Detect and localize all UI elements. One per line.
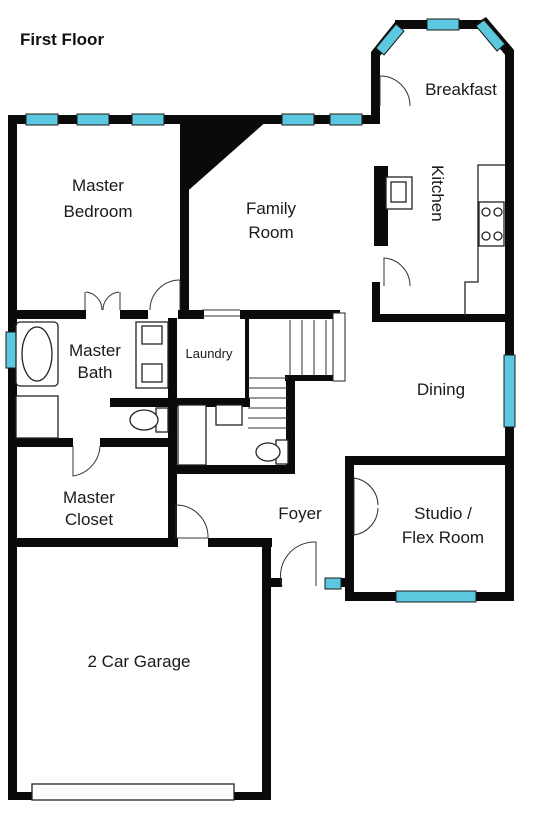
room-master-bath-line1: Master — [69, 341, 121, 360]
fixtures — [15, 164, 505, 801]
room-family-line2: Room — [248, 223, 293, 242]
floor-title: First Floor — [20, 30, 105, 49]
room-garage: 2 Car Garage — [88, 652, 191, 671]
room-family-line1: Family — [246, 199, 297, 218]
doors — [72, 75, 411, 587]
walls — [8, 17, 514, 800]
room-master-closet-line1: Master — [63, 488, 115, 507]
room-master-bath-line2: Bath — [78, 363, 113, 382]
windows — [5, 18, 516, 603]
room-laundry: Laundry — [186, 346, 233, 361]
room-master-bedroom-line2: Bedroom — [64, 202, 133, 221]
room-kitchen: Kitchen — [428, 165, 447, 222]
room-master-bedroom-line1: Master — [72, 176, 124, 195]
room-foyer: Foyer — [278, 504, 322, 523]
room-labels: Master Bedroom Family Room Breakfast Kit… — [63, 80, 497, 671]
room-dining: Dining — [417, 380, 465, 399]
room-studio-line2: Flex Room — [402, 528, 484, 547]
room-breakfast: Breakfast — [425, 80, 497, 99]
room-studio-line1: Studio / — [414, 504, 472, 523]
room-master-closet-line2: Closet — [65, 510, 113, 529]
